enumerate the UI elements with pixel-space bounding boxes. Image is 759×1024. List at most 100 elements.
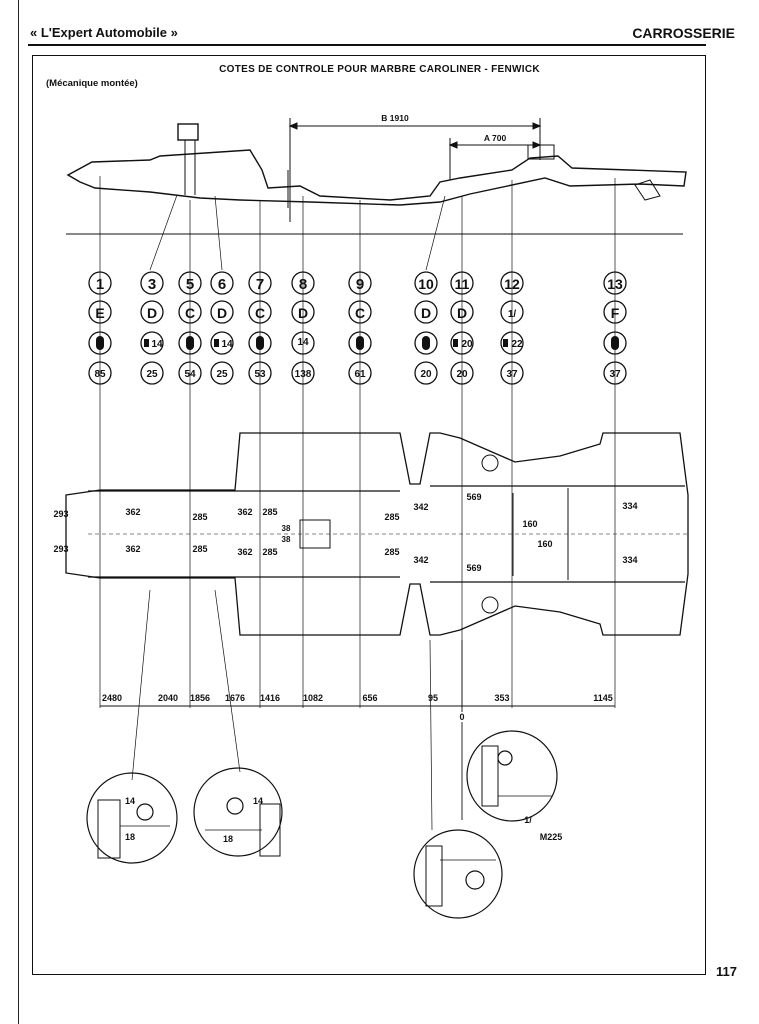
dim-656: 656 xyxy=(362,693,377,703)
detail-rear-top xyxy=(466,730,558,822)
publication-name: « L'Expert Automobile » xyxy=(30,25,178,40)
point-6 xyxy=(210,271,234,385)
dim-334: 334 xyxy=(622,501,637,511)
dim-160: 160 xyxy=(522,519,537,529)
point-1 xyxy=(88,271,112,385)
point-letter: 1/ xyxy=(508,309,517,320)
point-tool: 22 xyxy=(511,339,523,350)
point-3 xyxy=(140,271,164,385)
front-suspension-top xyxy=(177,123,199,141)
dim-285: 285 xyxy=(192,512,207,522)
dimension-b-label: B 1910 xyxy=(381,113,409,123)
dim-1676: 1676 xyxy=(225,693,245,703)
point-number: 7 xyxy=(256,276,264,293)
dim-285: 285 xyxy=(262,547,277,557)
point-number: 12 xyxy=(504,276,520,292)
point-7 xyxy=(248,271,272,385)
dimension-b xyxy=(288,118,542,222)
point-9 xyxy=(348,271,372,385)
point-12 xyxy=(500,271,524,385)
center-member xyxy=(299,519,331,549)
section-title: CARROSSERIE xyxy=(632,25,735,41)
point-height: 85 xyxy=(94,369,106,380)
page-edge xyxy=(18,0,19,1024)
point-5 xyxy=(178,271,202,385)
dim-293-bottom: 293 xyxy=(53,544,68,554)
point-height: 25 xyxy=(216,369,228,380)
dim-362: 362 xyxy=(237,507,252,517)
point-letter: D xyxy=(298,305,308,321)
point-letter: D xyxy=(457,305,467,321)
detail-labels: 14 18 14 18 1/ M225 xyxy=(125,796,562,844)
dim-569: 569 xyxy=(466,492,481,502)
point-height: 138 xyxy=(295,369,312,380)
dim-38: 38 xyxy=(282,524,291,533)
detail-model-label: M225 xyxy=(540,832,563,842)
side-view xyxy=(66,123,687,208)
point-number: 8 xyxy=(299,276,307,293)
point-number: 11 xyxy=(455,276,470,292)
dim-1856: 1856 xyxy=(190,693,210,703)
point-letter: D xyxy=(421,305,431,321)
zero-reference: 0 xyxy=(459,712,464,722)
point-13 xyxy=(603,271,627,385)
plan-view xyxy=(65,432,689,636)
point-tool: 14 xyxy=(221,339,233,350)
dim-342: 342 xyxy=(413,555,428,565)
page-number: 117 xyxy=(716,964,737,979)
point-letter: F xyxy=(611,305,620,321)
dim-342: 342 xyxy=(413,502,428,512)
dim-285: 285 xyxy=(262,507,277,517)
point-number: 5 xyxy=(186,276,194,293)
diagram-title: COTES DE CONTROLE POUR MARBRE CAROLINER … xyxy=(219,64,540,75)
point-number: 13 xyxy=(607,276,623,292)
dim-160: 160 xyxy=(537,539,552,549)
detail-spacing-label: 18 xyxy=(223,834,233,844)
point-11 xyxy=(450,271,474,385)
bottom-dimension-labels: 2480 2040 1856 1676 1416 1082 656 95 353… xyxy=(102,693,613,722)
diagram-frame xyxy=(32,55,706,975)
plan-dimensions: 293 293 362 362 285 285 362 362 285 285 … xyxy=(53,492,637,573)
point-number: 9 xyxy=(356,276,364,293)
point-letter: C xyxy=(355,305,365,321)
header-rule xyxy=(28,44,706,46)
dim-362: 362 xyxy=(237,547,252,557)
dim-285: 285 xyxy=(384,512,399,522)
dim-1145: 1145 xyxy=(593,693,613,703)
dim-569: 569 xyxy=(466,563,481,573)
point-10 xyxy=(414,271,438,385)
point-height: 54 xyxy=(184,369,196,380)
dim-38: 38 xyxy=(282,535,291,544)
dim-1082: 1082 xyxy=(303,693,323,703)
dim-95: 95 xyxy=(428,693,438,703)
dim-285: 285 xyxy=(384,547,399,557)
point-labels: 1 3 5 6 7 8 9 10 11 12 13 E D C D C D C … xyxy=(94,276,623,380)
detail-views xyxy=(86,589,558,919)
point-letter: C xyxy=(255,305,265,321)
point-height: 37 xyxy=(609,369,621,380)
dim-285: 285 xyxy=(192,544,207,554)
point-height: 20 xyxy=(456,369,468,380)
point-height: 61 xyxy=(354,369,366,380)
dim-362: 362 xyxy=(125,507,140,517)
point-tool: 14 xyxy=(151,339,163,350)
detail-ref-label: 1/ xyxy=(524,815,532,825)
dim-2480: 2480 xyxy=(102,693,122,703)
dimension-a-label: A 700 xyxy=(484,133,507,143)
point-8 xyxy=(291,271,315,385)
bottom-dimension-line xyxy=(100,640,615,820)
point-number: 6 xyxy=(218,276,226,293)
dim-362: 362 xyxy=(125,544,140,554)
point-letter: D xyxy=(217,305,227,321)
point-height: 37 xyxy=(506,369,518,380)
dim-293-top: 293 xyxy=(53,509,68,519)
point-height: 20 xyxy=(420,369,432,380)
point-height: 53 xyxy=(254,369,266,380)
dim-334: 334 xyxy=(622,555,637,565)
dim-1416: 1416 xyxy=(260,693,280,703)
detail-front-left xyxy=(86,772,178,864)
point-tool: 14 xyxy=(297,337,309,348)
point-letter: E xyxy=(95,305,104,321)
detail-rear-bottom xyxy=(413,829,503,919)
